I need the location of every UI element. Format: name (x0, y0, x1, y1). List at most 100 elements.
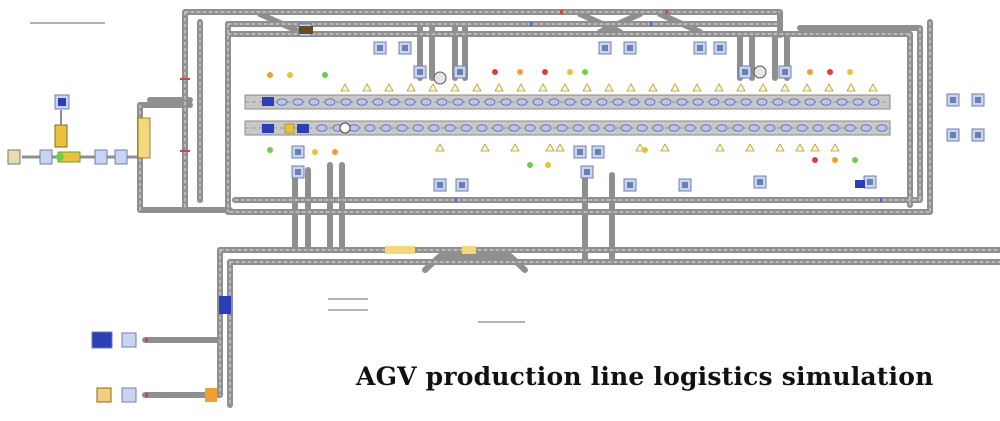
conveyor-pallet (644, 98, 656, 106)
workstation-icon (455, 178, 469, 192)
warning-triangle-icon (745, 143, 755, 152)
production-conveyor-lines (244, 94, 891, 136)
status-light-icon (642, 147, 648, 153)
warning-triangle-icon (846, 83, 856, 92)
warning-triangle-icon (780, 83, 790, 92)
workstation-icon (291, 145, 305, 159)
conveyor-pallet (700, 124, 712, 132)
conveyor-pallet (556, 124, 568, 132)
conveyor-pallet (588, 124, 600, 132)
conveyor-pallet (628, 98, 640, 106)
conveyor-pallet (564, 98, 576, 106)
warning-triangle-icon (802, 83, 812, 92)
status-light-icon (287, 72, 293, 78)
conveyor-pallet (756, 98, 768, 106)
conveyor-pallet (804, 98, 816, 106)
conveyor-pallet (836, 98, 848, 106)
status-light-icon (812, 157, 818, 163)
workstation-icon (591, 145, 605, 159)
conveyor-pallet (444, 124, 456, 132)
conveyor-pallet (676, 98, 688, 106)
status-light-icon (807, 69, 813, 75)
agv-vehicle-icon (855, 180, 865, 188)
workstations (267, 23, 878, 192)
conveyor-pallet (508, 124, 520, 132)
warning-triangle-icon (660, 143, 670, 152)
conveyor-pallet (532, 98, 544, 106)
tiny-labels (30, 22, 525, 323)
workstation-icon (738, 65, 752, 79)
conveyor-pallet (812, 124, 824, 132)
workstation-icon (753, 175, 767, 189)
conveyor-pallet (420, 98, 432, 106)
conveyor-pallet (356, 98, 368, 106)
right-stations (946, 93, 985, 142)
workstation-icon (713, 41, 727, 55)
warning-triangle-icon (450, 83, 460, 92)
conveyor-pallet (684, 124, 696, 132)
warning-triangle-icon (758, 83, 768, 92)
workstation-icon (778, 65, 792, 79)
conveyor-pallet (660, 98, 672, 106)
warning-triangle-icon (648, 83, 658, 92)
conveyor-pallet (868, 98, 880, 106)
conveyor-pallet (436, 98, 448, 106)
conveyor-pallet (500, 98, 512, 106)
status-light-icon (527, 162, 533, 168)
status-light-icon (267, 72, 273, 78)
status-light-icon (582, 69, 588, 75)
conveyor-pallet (412, 124, 424, 132)
conveyor-pallet (364, 124, 376, 132)
warning-triangle-icon (494, 83, 504, 92)
status-light-icon (542, 69, 548, 75)
warning-triangle-icon (824, 83, 834, 92)
agv-vehicle-icon (262, 124, 274, 133)
conveyor-pallet (732, 124, 744, 132)
warning-triangle-icon (810, 143, 820, 152)
workstation-icon (291, 165, 305, 179)
status-light-icon (312, 149, 318, 155)
workstation-icon (693, 41, 707, 55)
conveyor-pallet (492, 124, 504, 132)
warning-triangle-icon (472, 83, 482, 92)
conveyor-pallet (876, 124, 888, 132)
conveyor-pallet (324, 98, 336, 106)
status-light-icon (332, 149, 338, 155)
conveyor-pallet (292, 98, 304, 106)
workstation-icon (433, 178, 447, 192)
conveyor-pallet (692, 98, 704, 106)
conveyor-pallet (468, 98, 480, 106)
warning-triangle-icon (428, 83, 438, 92)
workstation-icon (580, 165, 594, 179)
agv-vehicle-icon (299, 26, 313, 34)
warning-triangle-icon (795, 143, 805, 152)
workstation-icon (598, 41, 612, 55)
status-light-icon (567, 69, 573, 75)
warning-triangle-icon (406, 83, 416, 92)
warning-triangle-icon (830, 143, 840, 152)
conveyor-pallet (396, 124, 408, 132)
status-light-icon (492, 69, 498, 75)
status-light-icon (827, 69, 833, 75)
conveyor-pallet (580, 98, 592, 106)
conveyor-pallet (428, 124, 440, 132)
agv-track-network (137, 9, 1000, 408)
warning-triangle-icon (435, 143, 445, 152)
lower-left-stations (91, 296, 231, 403)
conveyor-pallet (724, 98, 736, 106)
warning-triangle-icon (560, 83, 570, 92)
conveyor-pallet (572, 124, 584, 132)
warning-triangle-icon (362, 83, 372, 92)
workstation-icon (573, 145, 587, 159)
conveyor-pallet (668, 124, 680, 132)
conveyor-pallet (740, 98, 752, 106)
warning-triangle-icon (715, 143, 725, 152)
warning-triangle-icon (516, 83, 526, 92)
status-light-icon (545, 162, 551, 168)
conveyor-pallet (716, 124, 728, 132)
workstation-icon (398, 41, 412, 55)
workstation-icon (413, 65, 427, 79)
conveyor-pallet (820, 98, 832, 106)
agv-vehicle-icon (753, 65, 767, 79)
